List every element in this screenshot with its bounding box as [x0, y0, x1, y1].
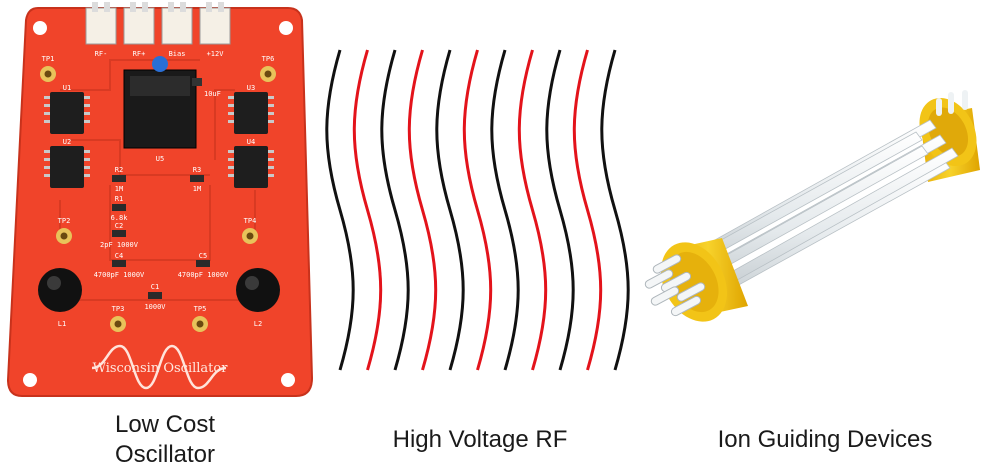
chip-label: U5 [156, 155, 164, 163]
connector-label: Bias [169, 50, 186, 58]
tp-label: TP5 [194, 305, 207, 313]
rf-wave-loop [462, 49, 493, 371]
cap-label: 10uF [204, 90, 221, 98]
connector-label: RF- [95, 50, 108, 58]
capacitor-ref: C2 [115, 222, 123, 230]
resistor-value: 1M [193, 185, 201, 193]
center-chip [123, 56, 202, 149]
resistor-ref: R1 [115, 195, 123, 203]
connector-label: +12V [207, 50, 225, 58]
rf-wave-loop [572, 49, 603, 371]
pcb-illustration: RF- RF+ Bias +12V TP1 TP2 TP3 TP4 TP5 TP… [6, 2, 314, 397]
rf-wave-loop [325, 49, 355, 371]
inductor-label: L1 [58, 320, 66, 328]
caption-line: Oscillator [114, 441, 216, 468]
caption-line: Low Cost [114, 411, 216, 438]
rf-wave-loop [407, 49, 438, 371]
ion-caption: Ion Guiding Devices [717, 426, 933, 453]
capacitor-value: 1000V [144, 303, 166, 311]
mount-hole [279, 21, 293, 35]
capacitor-value: 2pF 1000V [100, 241, 139, 249]
board-brand: Wisconsin Oscillator [93, 361, 229, 376]
resistor-ref: R3 [193, 166, 201, 174]
resistor-ref: R2 [115, 166, 123, 174]
passive-components [112, 175, 210, 299]
oscillator-caption: Low Cost Oscillator [60, 410, 270, 470]
rf-caption: High Voltage RF [392, 426, 568, 453]
ion-guide-illustration [644, 90, 980, 322]
inductor-label: L2 [254, 320, 262, 328]
guide-rods [675, 119, 959, 303]
capacitor-ref: C5 [199, 252, 207, 260]
rf-wave-loop [435, 49, 465, 371]
test-points [40, 66, 276, 332]
tp-label: TP2 [58, 217, 71, 225]
tp-label: TP3 [112, 305, 125, 313]
rf-wave-loop [490, 49, 520, 371]
front-rod-ends [644, 254, 706, 317]
ion-guide [630, 70, 1000, 340]
rear-rod-ends [936, 90, 968, 116]
rf-illustration [325, 49, 630, 371]
chip-label: U4 [247, 138, 255, 146]
rf-wave-loop [600, 49, 630, 371]
rf-wave-loop [380, 49, 410, 371]
connector-group [85, 2, 231, 45]
oscillator-board: RF- RF+ Bias +12V TP1 TP2 TP3 TP4 TP5 TP… [0, 0, 330, 410]
tp-label: TP6 [262, 55, 275, 63]
capacitor-ref: C4 [115, 252, 123, 260]
rf-waves [320, 40, 640, 380]
waveform-logo [91, 344, 227, 390]
connector-label: RF+ [133, 50, 146, 58]
chip-label: U1 [63, 84, 71, 92]
mount-hole [33, 21, 47, 35]
rf-wave-loop [517, 49, 548, 371]
tp-label: TP1 [42, 55, 55, 63]
chip-label: U3 [247, 84, 255, 92]
inductors [38, 268, 280, 312]
capacitor-ref: C1 [151, 283, 159, 291]
mount-hole [23, 373, 37, 387]
resistor-value: 1M [115, 185, 123, 193]
capacitor-value: 4700pF 1000V [178, 271, 229, 279]
tp-label: TP4 [244, 217, 257, 225]
rf-wave-loop [545, 49, 575, 371]
resistor-value: 6.8k [111, 214, 129, 222]
chip-label: U2 [63, 138, 71, 146]
capacitor-value: 4700pF 1000V [94, 271, 145, 279]
rf-wave-loop [352, 49, 383, 371]
mount-hole [281, 373, 295, 387]
ic-chips [44, 92, 274, 188]
